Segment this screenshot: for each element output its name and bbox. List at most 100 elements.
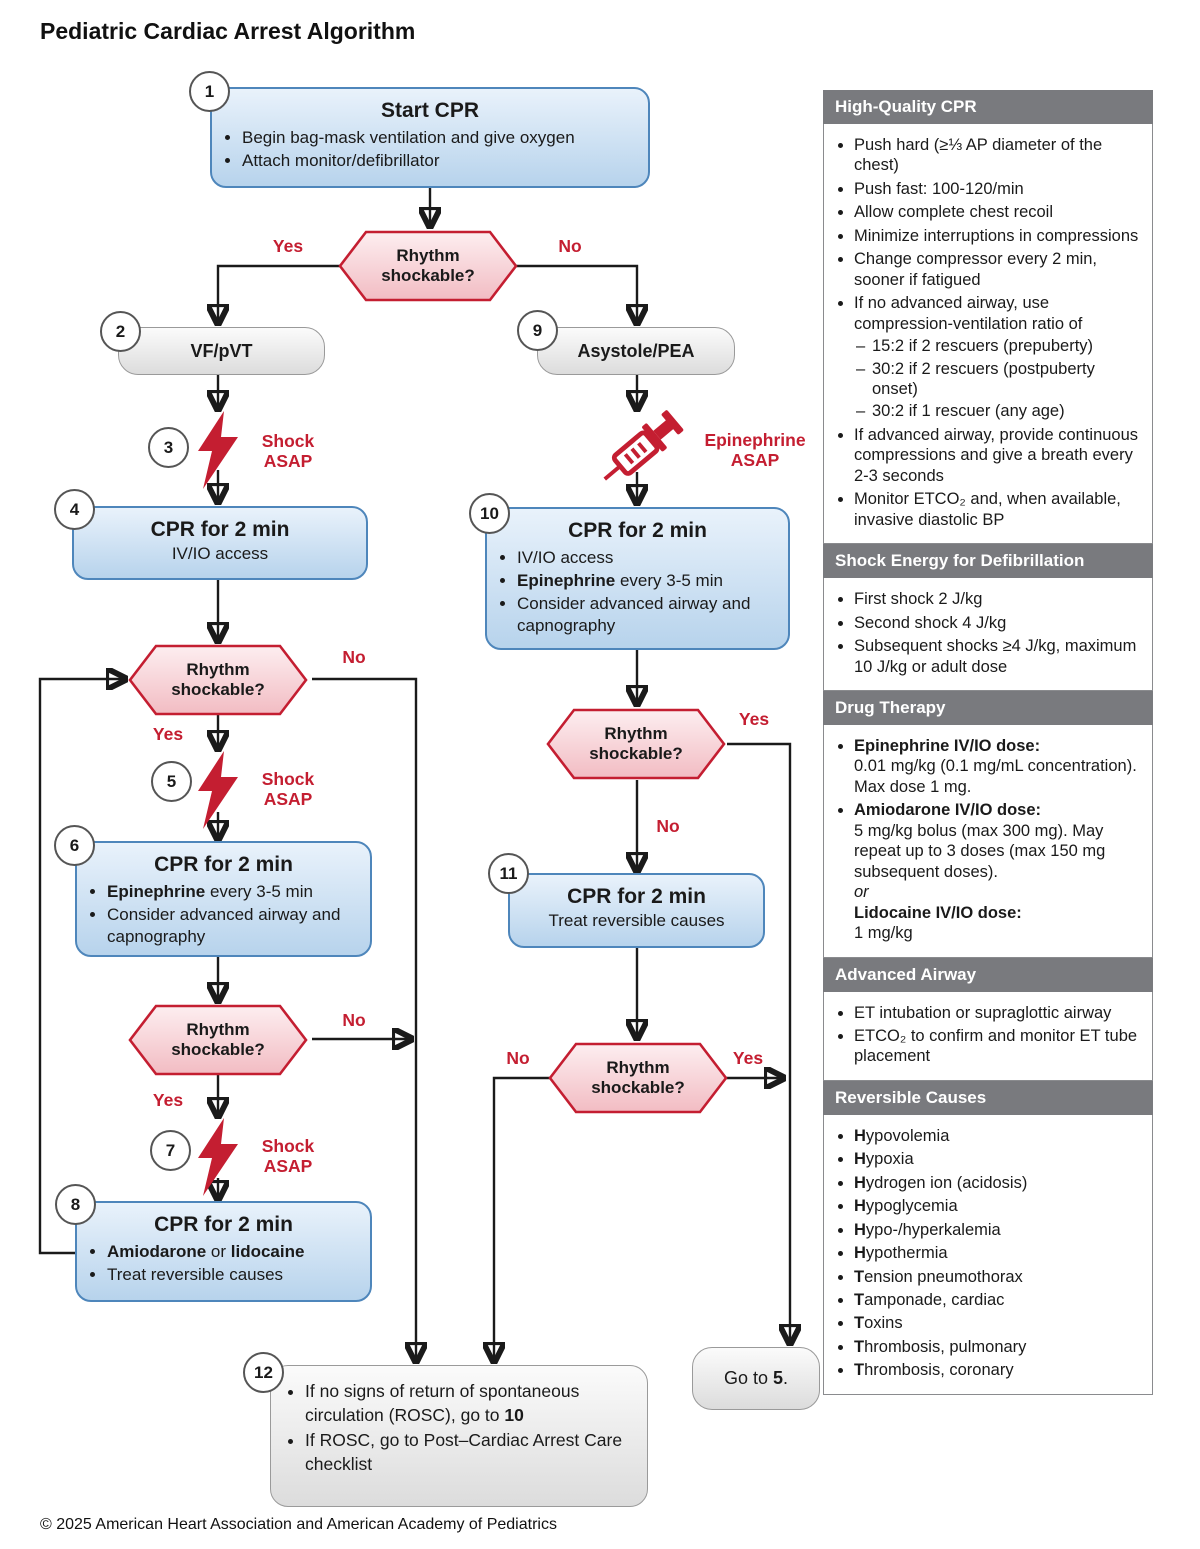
list-item: If no advanced airway, use compression-v… [854, 293, 1142, 422]
list-item: Hypo-/hyperkalemia [854, 1220, 1142, 1240]
node-goto-5: Go to 5. [692, 1347, 820, 1410]
sub-list: 15:2 if 2 rescuers (prepuberty)30:2 if 2… [854, 336, 1142, 422]
step-number-7: 7 [150, 1130, 191, 1171]
node-asystole-pea: Asystole/PEA [537, 327, 735, 375]
list-item: Hydrogen ion (acidosis) [854, 1173, 1142, 1193]
sidebar-body-drug-therapy: Epinephrine IV/IO dose:0.01 mg/kg (0.1 m… [823, 724, 1153, 958]
list-item: Allow complete chest recoil [854, 202, 1142, 222]
node-cpr-2min-epi-airway: CPR for 2 min Epinephrine every 3-5 minC… [75, 841, 372, 957]
sidebar-body-reversible-causes: HypovolemiaHypoxiaHydrogen ion (acidosis… [823, 1114, 1153, 1395]
connector-d1-no-to-n9 [516, 264, 637, 321]
hexagon-shape [548, 1042, 728, 1114]
list-item: If advanced airway, provide continuous c… [854, 425, 1142, 486]
node-bullets: Begin bag-mask ventilation and give oxyg… [212, 127, 648, 172]
goto-5-label: Go to 5. [723, 1368, 789, 1388]
node-cpr-2min-reversible: CPR for 2 min Treat reversible causes [508, 873, 765, 948]
list-item: Push hard (≥⅓ AP diameter of the chest) [854, 135, 1142, 176]
node-title: CPR for 2 min [154, 1213, 293, 1236]
reference-sidebar: High-Quality CPR Push hard (≥⅓ AP diamet… [823, 90, 1153, 1395]
node-subtitle: Treat reversible causes [548, 911, 725, 930]
list-item: If ROSC, go to Post–Cardiac Arrest Care … [305, 1429, 647, 1476]
node-bullets: If no signs of return of spontaneous cir… [271, 1380, 647, 1477]
branch-label-no: No [558, 236, 582, 256]
list-item: Epinephrine every 3-5 min [517, 570, 788, 592]
step-number-6: 6 [54, 825, 95, 866]
list-item: Minimize interruptions in compressions [854, 226, 1142, 246]
sidebar-list: ET intubation or supraglottic airwayETCO… [830, 1003, 1142, 1067]
list-item: Thrombosis, coronary [854, 1360, 1142, 1380]
sidebar-body-high-quality-cpr: Push hard (≥⅓ AP diameter of the chest)P… [823, 124, 1153, 545]
step-number-4: 4 [54, 489, 95, 530]
sub-list-item: 30:2 if 1 rescuer (any age) [856, 401, 1142, 422]
sidebar-header-reversible-causes: Reversible Causes [823, 1080, 1153, 1115]
step-number-11: 11 [488, 853, 529, 894]
node-title: CPR for 2 min [568, 519, 707, 542]
connector-d4-yes-to-goto5 [727, 742, 790, 1341]
branch-label-no: No [656, 816, 680, 836]
step-number-3: 3 [148, 427, 189, 468]
connector-d1-yes-to-n2 [218, 264, 340, 321]
node-subtitle: IV/IO access [171, 544, 269, 563]
page-title: Pediatric Cardiac Arrest Algorithm [40, 18, 416, 44]
step-number-12: 12 [243, 1352, 284, 1393]
connector-n8-loop-to-d2 [38, 679, 123, 1255]
branch-label-yes: Yes [732, 1048, 764, 1068]
list-item: Treat reversible causes [107, 1264, 370, 1286]
step-number-2: 2 [100, 311, 141, 352]
branch-label-yes: Yes [152, 1090, 184, 1110]
node-bullets: IV/IO accessEpinephrine every 3-5 minCon… [487, 547, 788, 637]
hexagon-shape [546, 708, 726, 780]
connector-d5-no-to-n12 [494, 1076, 550, 1359]
connector-d2-no-to-n12 [312, 677, 416, 1359]
list-item: Attach monitor/defibrillator [242, 150, 648, 172]
list-item: Thrombosis, pulmonary [854, 1337, 1142, 1357]
sidebar-header-shock-energy: Shock Energy for Defibrillation [823, 544, 1153, 579]
branch-label-yes: Yes [152, 724, 184, 744]
branch-label-no: No [342, 647, 366, 667]
list-item: If no signs of return of spontaneous cir… [305, 1380, 647, 1427]
node-cpr-2min-epinephrine: CPR for 2 min IV/IO accessEpinephrine ev… [485, 507, 790, 650]
list-item: Consider advanced airway and capnography [107, 904, 370, 948]
node-cpr-2min-amiodarone: CPR for 2 min Amiodarone or lidocaineTre… [75, 1201, 372, 1302]
list-item: First shock 2 J/kg [854, 589, 1142, 609]
node-title: CPR for 2 min [567, 885, 706, 908]
lightning-bolt-icon [196, 751, 240, 829]
list-item: Consider advanced airway and capnography [517, 593, 788, 637]
list-item: Epinephrine every 3-5 min [107, 881, 370, 903]
node-bullets: Amiodarone or lidocaineTreat reversible … [77, 1241, 370, 1286]
node-title: Start CPR [380, 99, 480, 122]
node-title: CPR for 2 min [150, 518, 290, 541]
branch-label-yes: Yes [738, 709, 770, 729]
node-label: Asystole/PEA [577, 340, 695, 361]
sidebar-list: Push hard (≥⅓ AP diameter of the chest)P… [830, 135, 1142, 530]
step-number-1: 1 [189, 71, 230, 112]
branch-label-yes: Yes [272, 236, 304, 256]
node-rosc-check: If no signs of return of spontaneous cir… [270, 1365, 648, 1507]
sidebar-list: HypovolemiaHypoxiaHydrogen ion (acidosis… [830, 1126, 1142, 1381]
sidebar-list: First shock 2 J/kgSecond shock 4 J/kgSub… [830, 589, 1142, 677]
sidebar-list: Epinephrine IV/IO dose:0.01 mg/kg (0.1 m… [830, 736, 1142, 944]
node-cpr-2min-ivio: CPR for 2 min IV/IO access [72, 506, 368, 580]
node-label: VF/pVT [190, 340, 253, 361]
list-item: ETCO₂ to confirm and monitor ET tube pla… [854, 1026, 1142, 1067]
node-bullets: Epinephrine every 3-5 minConsider advanc… [77, 881, 370, 948]
node-start-cpr: Start CPR Begin bag-mask ventilation and… [210, 87, 650, 188]
node-title: CPR for 2 min [154, 853, 293, 876]
list-item: Tamponade, cardiac [854, 1290, 1142, 1310]
list-item: Subsequent shocks ≥4 J/kg, maximum 10 J/… [854, 636, 1142, 677]
step-number-10: 10 [469, 493, 510, 534]
sidebar-header-high-quality-cpr: High-Quality CPR [823, 90, 1153, 124]
list-item: Hypovolemia [854, 1126, 1142, 1146]
